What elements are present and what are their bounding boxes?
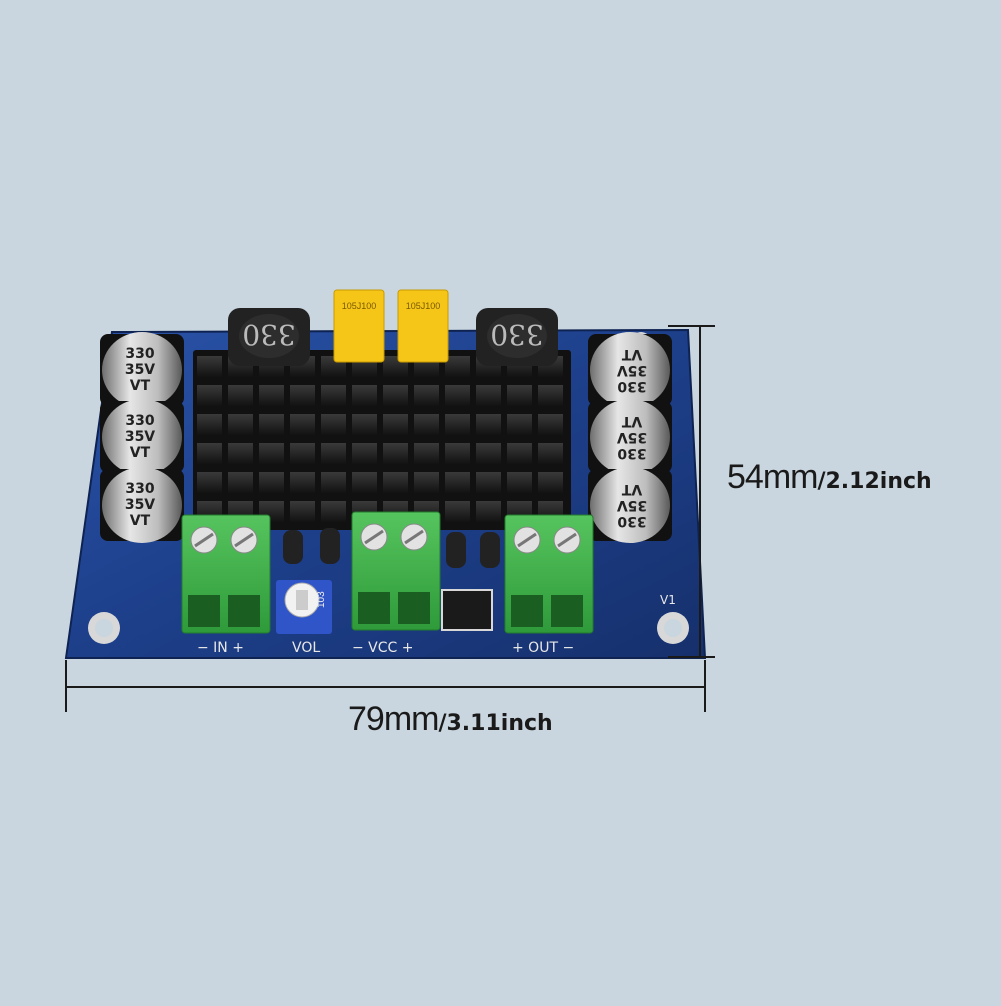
silkscreen: − IN + VOL − VCC + + OUT − V1 — [197, 593, 676, 656]
height-inch: /2.12inch — [817, 469, 932, 494]
silk-power: − VCC + — [352, 640, 414, 656]
inductor-right: 330 — [476, 308, 558, 366]
height-dimension — [668, 325, 715, 658]
svg-text:330: 330 — [617, 445, 646, 461]
potentiometer-label: 103 — [316, 591, 327, 608]
width-dimension-label: 79mm/3.11inch — [348, 700, 553, 739]
height-dimension-label: 54mm/2.12inch — [727, 458, 932, 497]
small-capacitors — [283, 528, 500, 631]
svg-text:VT: VT — [130, 513, 151, 529]
svg-text:35V: 35V — [125, 497, 155, 513]
svg-text:35V: 35V — [125, 429, 155, 445]
height-mm: 54mm — [727, 458, 818, 496]
film-capacitor-left: 105J100 — [333, 289, 385, 363]
width-dimension — [65, 660, 706, 712]
svg-text:35V: 35V — [617, 429, 647, 445]
inductor-left: 330 — [228, 308, 310, 366]
heatsink — [193, 350, 571, 530]
svg-text:330: 330 — [125, 481, 154, 497]
inductor-label-left: 330 — [242, 318, 295, 351]
silk-volume: VOL — [292, 640, 320, 656]
svg-text:330: 330 — [125, 346, 154, 362]
svg-text:330: 330 — [125, 413, 154, 429]
svg-text:VT: VT — [621, 413, 642, 429]
silk-output: + OUT − — [512, 640, 574, 656]
svg-text:330: 330 — [617, 378, 646, 394]
silk-version: V1 — [660, 593, 676, 607]
svg-text:VT: VT — [130, 378, 151, 394]
svg-text:35V: 35V — [617, 497, 647, 513]
svg-text:VT: VT — [130, 445, 151, 461]
film-cap-label-left: 105J100 — [342, 301, 377, 311]
inductor-label-right: 330 — [490, 318, 543, 351]
svg-text:35V: 35V — [617, 362, 647, 378]
film-capacitor-right: 105J100 — [397, 289, 449, 363]
film-cap-label-right: 105J100 — [406, 301, 441, 311]
svg-text:330: 330 — [617, 513, 646, 529]
width-mm: 79mm — [348, 700, 439, 738]
svg-text:35V: 35V — [125, 362, 155, 378]
svg-text:VT: VT — [621, 481, 642, 497]
width-inch: /3.11inch — [438, 711, 553, 736]
volume-potentiometer: 103 — [276, 580, 332, 634]
silk-input: − IN + — [197, 640, 244, 656]
svg-text:VT: VT — [621, 346, 642, 362]
screw-terminals — [181, 511, 594, 634]
